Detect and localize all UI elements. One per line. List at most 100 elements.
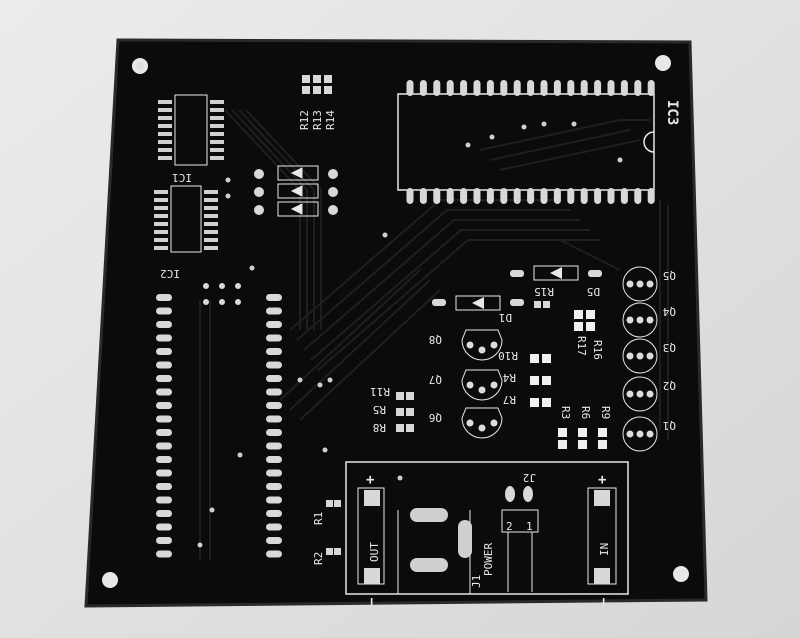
ic3-pin bbox=[594, 188, 602, 204]
transistor-pad bbox=[626, 280, 634, 288]
dip-pad bbox=[156, 537, 172, 544]
ic3-pin bbox=[486, 188, 494, 204]
ic1-pad bbox=[210, 124, 224, 128]
transistor-pad bbox=[636, 390, 644, 398]
r11-label: R11 bbox=[370, 385, 390, 398]
dip-pad bbox=[266, 442, 282, 450]
ic1-pad bbox=[210, 132, 224, 136]
dip-pad bbox=[156, 496, 172, 504]
transistor-outline bbox=[622, 338, 658, 374]
ic1-pad bbox=[210, 140, 224, 144]
dip-pad bbox=[156, 348, 172, 355]
r12-r14-pads: R12 R13 R14 bbox=[298, 75, 337, 130]
r9-label: R9 bbox=[599, 406, 612, 419]
ic1-pad bbox=[158, 148, 172, 152]
ic2-pad bbox=[204, 190, 218, 194]
ic2-pad bbox=[204, 238, 218, 242]
ic3-pin bbox=[607, 188, 615, 204]
transistor-pad bbox=[646, 352, 654, 360]
diode-d5: D5 R15 bbox=[510, 265, 602, 298]
dip-pad bbox=[266, 510, 282, 517]
dip-pad bbox=[266, 348, 282, 355]
transistor-outline bbox=[622, 416, 658, 452]
r16-label: R16 bbox=[591, 340, 604, 360]
ic3-pin bbox=[406, 80, 414, 96]
q3-label: Q3 bbox=[663, 341, 676, 354]
ic2-pad bbox=[204, 198, 218, 202]
copper-traces bbox=[199, 109, 669, 560]
q4-label: Q4 bbox=[662, 305, 676, 318]
ic1-pad bbox=[210, 148, 224, 152]
r14-label: R14 bbox=[324, 110, 337, 130]
ic2-pad bbox=[154, 230, 168, 234]
in-label: IN bbox=[598, 543, 611, 556]
transistor-pad bbox=[636, 352, 644, 360]
ic3-pin bbox=[513, 80, 521, 96]
pcb-board bbox=[84, 38, 708, 608]
misc-vias bbox=[197, 121, 623, 548]
transistor-pad bbox=[636, 316, 644, 324]
dip-pad bbox=[266, 469, 282, 477]
ic1-pad bbox=[158, 124, 172, 128]
plus-left: + bbox=[366, 472, 374, 488]
minus-right: − bbox=[596, 598, 612, 606]
ic3-footprint: IC3 bbox=[397, 80, 680, 204]
pin1-label: 1 bbox=[526, 520, 533, 533]
r5-r8-r11-pads: R11 R5 R8 bbox=[370, 385, 414, 434]
diode-array bbox=[254, 165, 338, 217]
ic1-pad bbox=[158, 116, 172, 120]
ic3-pin bbox=[486, 80, 494, 96]
ic3-pin bbox=[620, 80, 628, 96]
transistor-outline bbox=[622, 376, 658, 412]
ic3-pin bbox=[419, 80, 427, 96]
dip-pad bbox=[156, 442, 172, 450]
dip-pad bbox=[266, 321, 282, 328]
ic1-pad bbox=[210, 156, 224, 160]
ic3-pin bbox=[406, 188, 414, 204]
dip-pad bbox=[266, 496, 282, 504]
j1-label: J1 bbox=[470, 575, 483, 588]
ic1-pad bbox=[210, 100, 224, 104]
r15-label: R15 bbox=[534, 285, 554, 298]
dip-pad bbox=[156, 321, 172, 328]
power-label: POWER bbox=[482, 543, 495, 576]
transistor-pad bbox=[626, 390, 634, 398]
ic2-pad bbox=[154, 198, 168, 202]
transistor-pad bbox=[646, 280, 654, 288]
ic3-pin bbox=[634, 188, 642, 204]
transistor-q8: Q8 bbox=[429, 329, 503, 361]
q5-label: Q5 bbox=[663, 269, 676, 282]
r10-label: R10 bbox=[498, 349, 518, 362]
ic3-pin bbox=[446, 80, 454, 96]
out-label: OUT bbox=[368, 542, 381, 562]
transistor-q7: Q7 bbox=[429, 369, 503, 401]
ic3-pin bbox=[620, 188, 628, 204]
ic3-pin bbox=[513, 188, 521, 204]
q2-label: Q2 bbox=[663, 379, 676, 392]
dip-pad bbox=[266, 550, 282, 558]
transistor-outline bbox=[622, 266, 658, 302]
q6-label: Q6 bbox=[429, 411, 442, 424]
dip-pad bbox=[266, 388, 282, 396]
r6-label: R6 bbox=[579, 406, 592, 419]
via-cluster bbox=[203, 283, 241, 305]
r2-label: R2 bbox=[312, 552, 325, 565]
q7-label: Q7 bbox=[429, 373, 442, 386]
dip-pad bbox=[156, 469, 172, 477]
r13-label: R13 bbox=[311, 110, 324, 130]
j2-label: J2 bbox=[523, 471, 536, 484]
ic2-label: IC2 bbox=[160, 267, 180, 280]
transistor-pad bbox=[626, 316, 634, 324]
ic3-pin bbox=[580, 188, 588, 204]
ic3-pin bbox=[419, 188, 427, 204]
d1-label: D1 bbox=[499, 311, 512, 324]
ic3-pin bbox=[553, 188, 561, 204]
ic3-pin bbox=[527, 188, 535, 204]
ic3-pin bbox=[500, 80, 508, 96]
dip-pad bbox=[156, 483, 172, 490]
dip-pad bbox=[266, 415, 282, 423]
ic2-pad bbox=[204, 222, 218, 226]
ic3-pin bbox=[433, 80, 441, 96]
r5-label: R5 bbox=[373, 403, 386, 416]
